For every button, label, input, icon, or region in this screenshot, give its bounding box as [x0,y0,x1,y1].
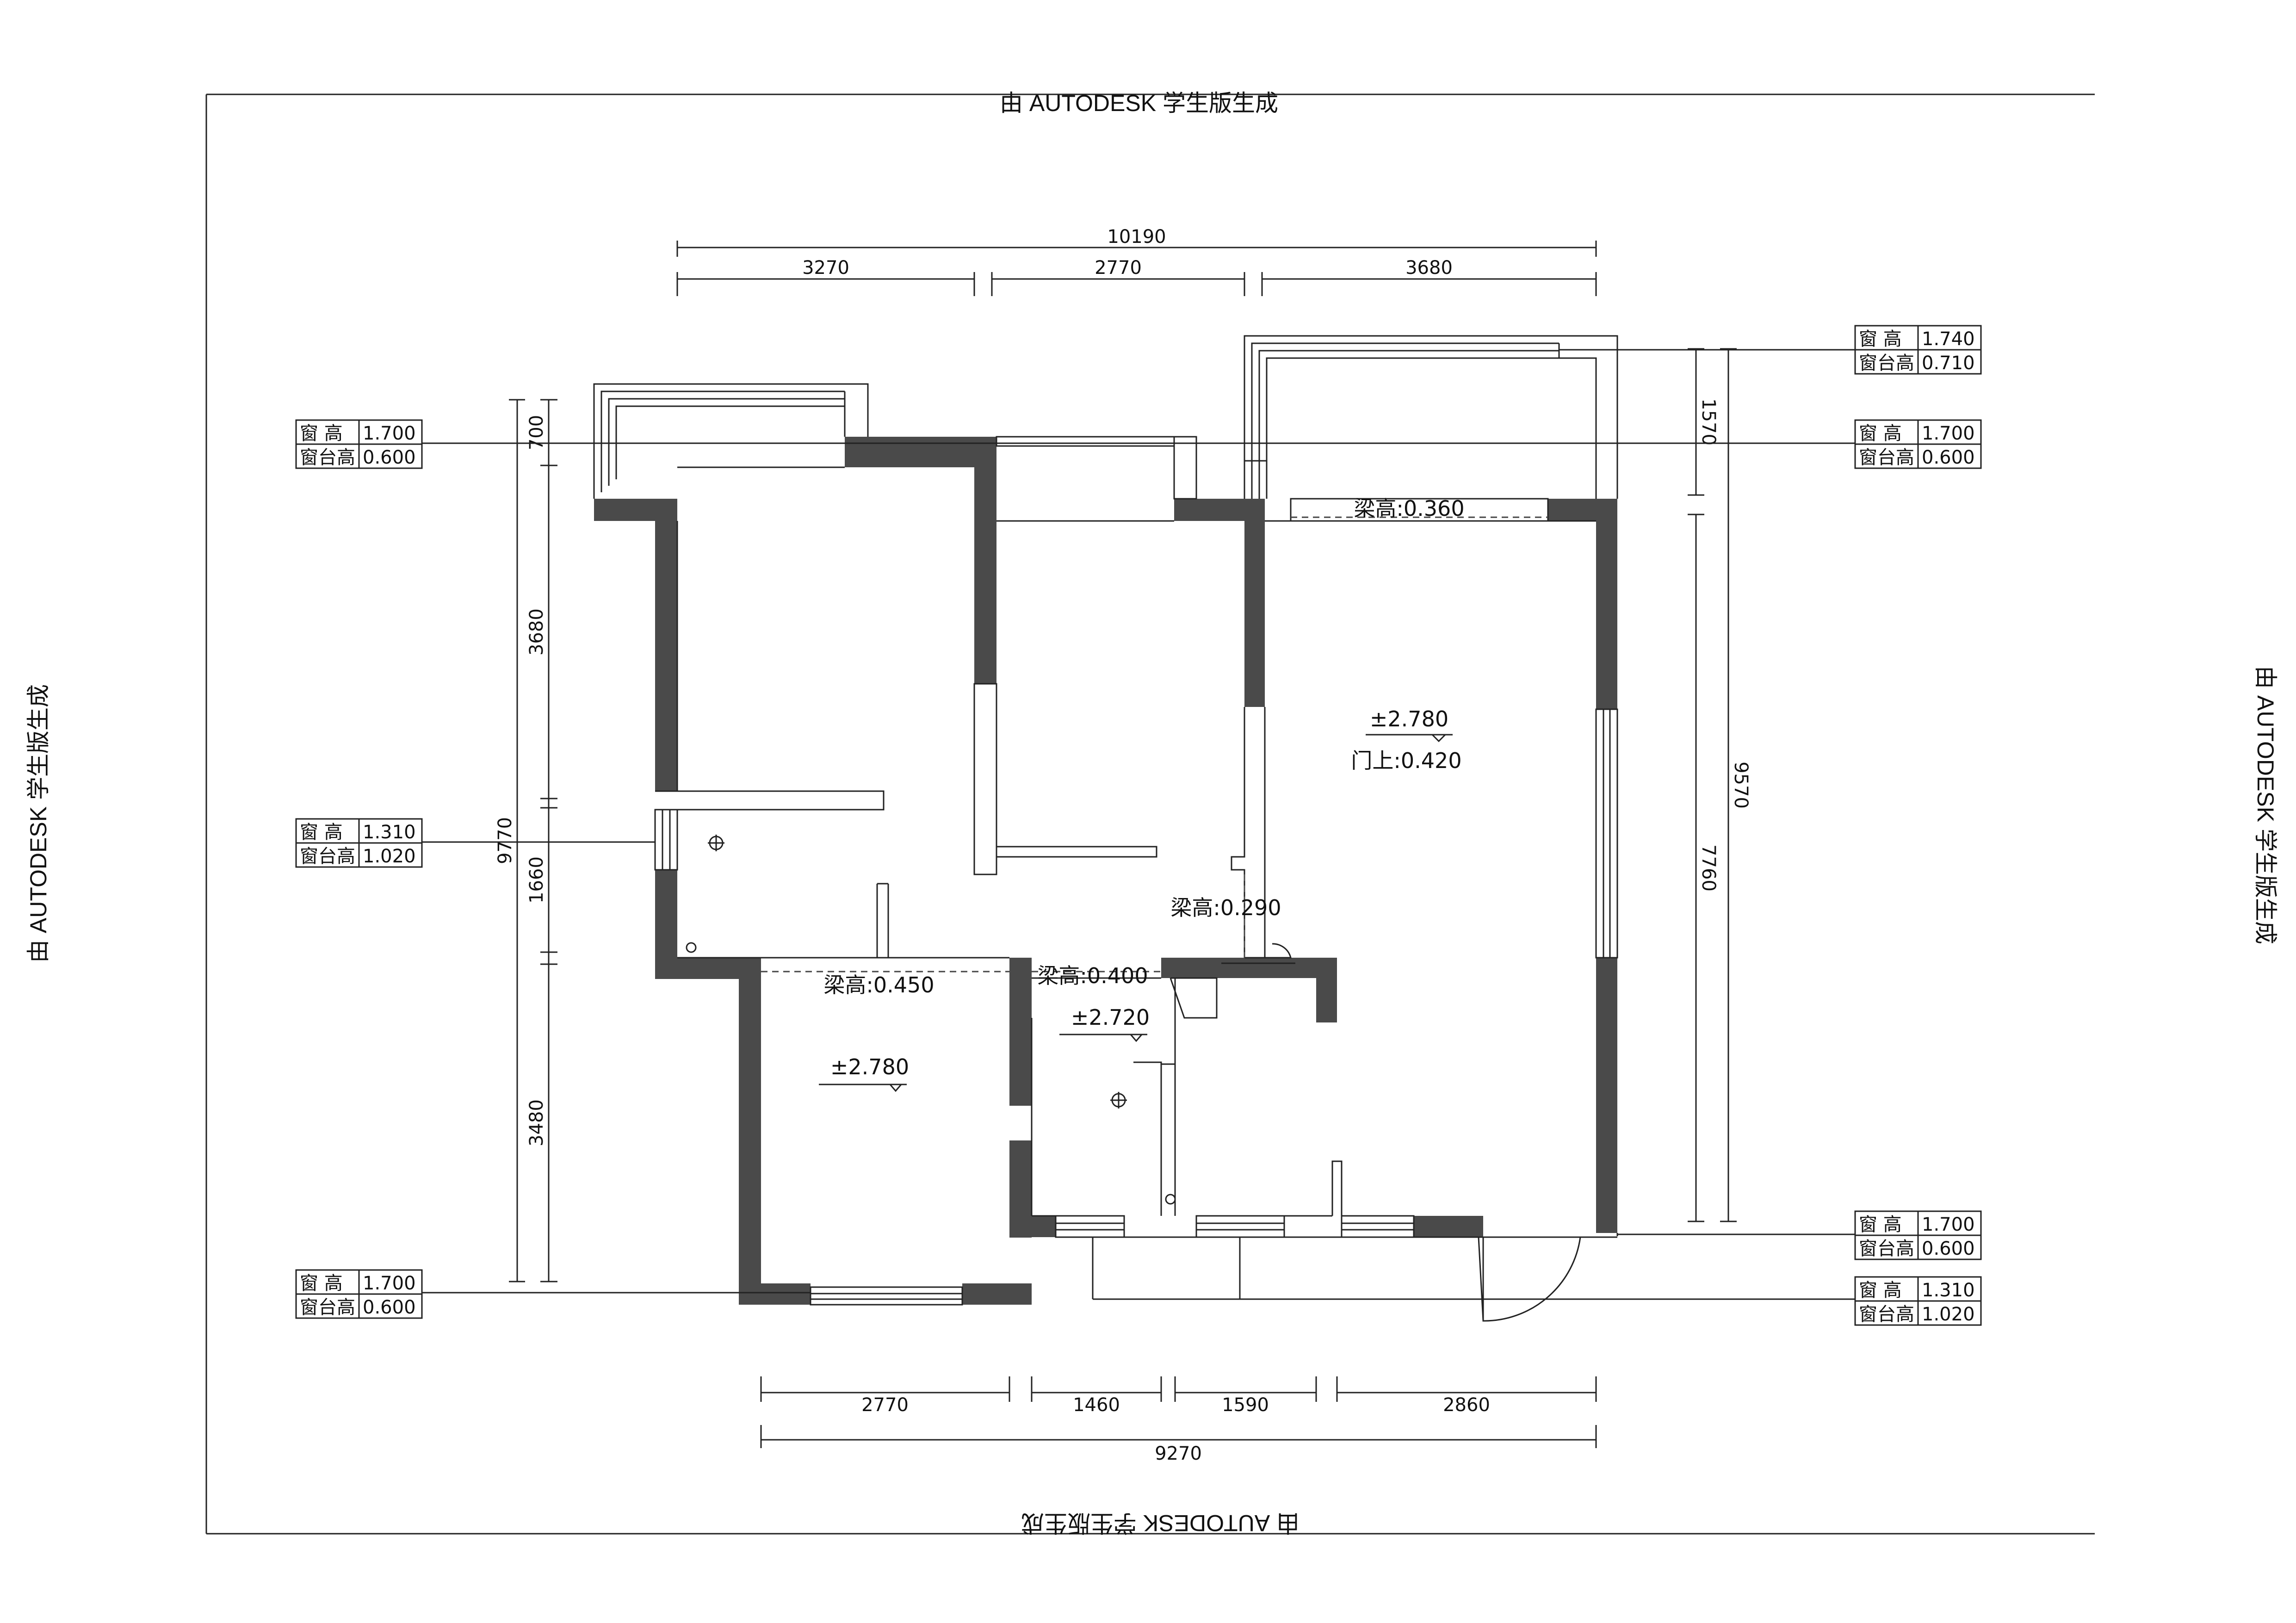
watermark-right: 由 AUTODESK 学生版生成 [2253,666,2278,944]
watermark-top: 由 AUTODESK 学生版生成 [1000,90,1278,116]
dim-left-3: 1660 [526,856,547,904]
dim-top-2: 2770 [1095,257,1142,279]
dim-left-2: 3680 [526,608,547,656]
drain-icon [686,942,697,953]
sheet-frame [205,93,2095,1535]
level-mark-bedroom: ±2.780 [830,1054,909,1079]
dim-left-total: 9770 [495,817,516,864]
fixtures [686,835,1176,1205]
dim-right-2: 7760 [1698,844,1719,892]
dim-left-1: 700 [526,415,547,450]
window-height-value: 1.700 [1922,1214,1975,1235]
sill-height-label: 窗台高 [1859,353,1914,374]
window-height-label: 窗 高 [300,822,343,843]
sill-height-label: 窗台高 [300,447,355,468]
door-height-label: 门上:0.420 [1351,748,1461,773]
sill-height-value: 0.600 [363,447,416,468]
window-tag: 窗 高 1.740 窗台高 0.710 [1854,325,1982,375]
window-height-label: 窗 高 [1859,1280,1902,1301]
room-annotations: 梁高:0.360 ±2.780 门上:0.420 梁高:0.290 梁高:0.4… [819,496,1465,1092]
window-height-label: 窗 高 [300,423,343,444]
level-mark-bath: ±2.720 [1071,1005,1150,1030]
window-tag: 窗 高 1.700 窗台高 0.600 [295,419,423,469]
dim-top-1: 3270 [802,257,849,279]
dim-bottom-1: 2770 [861,1394,909,1416]
window-height-label: 窗 高 [1859,423,1902,444]
window-tag: 窗 高 1.310 窗台高 1.020 [295,818,423,868]
sill-height-label: 窗台高 [1859,1304,1914,1325]
dim-bottom-3: 1590 [1222,1394,1269,1416]
window-height-value: 1.700 [1922,423,1975,444]
sill-height-value: 0.600 [1922,1238,1975,1259]
beam-height-label: 梁高:0.450 [823,973,934,997]
level-mark-living: ±2.780 [1370,706,1448,731]
dim-bottom-4: 2860 [1443,1394,1490,1416]
window-height-value: 1.310 [1922,1280,1975,1301]
window-height-value: 1.700 [363,423,416,444]
sill-height-label: 窗台高 [300,846,355,867]
window-height-value: 1.740 [1922,328,1975,350]
window-height-label: 窗 高 [300,1273,343,1294]
drain-icon [1165,1194,1176,1205]
dim-right-1: 1570 [1698,398,1719,446]
walls [594,437,1617,1305]
beam-lines [761,516,1548,973]
watermark-bottom: 由 AUTODESK 学生版生成 [1021,1510,1300,1536]
dim-top-total: 10190 [1107,226,1166,248]
sill-height-value: 1.020 [363,846,416,867]
dim-bottom-total: 9270 [1155,1443,1202,1464]
dimension-lines [509,241,1737,1448]
window-height-label: 窗 高 [1859,1214,1902,1235]
window-height-label: 窗 高 [1859,328,1902,350]
window-tag: 窗 高 1.310 窗台高 1.020 [1854,1276,1982,1326]
beam-height-label: 梁高:0.400 [1037,963,1148,988]
watermark-left: 由 AUTODESK 学生版生成 [25,684,51,963]
sill-height-label: 窗台高 [1859,1238,1914,1259]
sill-height-value: 0.600 [1922,447,1975,468]
dim-bottom-2: 1460 [1073,1394,1120,1416]
window-tag: 窗 高 1.700 窗台高 0.600 [1854,419,1982,469]
window-height-value: 1.700 [363,1273,416,1294]
window-tags [422,349,1855,1300]
sill-height-value: 0.600 [363,1297,416,1318]
beam-height-label: 梁高:0.290 [1170,895,1281,920]
dim-right-total: 9570 [1730,762,1751,809]
dim-left-4: 3480 [526,1099,547,1146]
window-tag: 窗 高 1.700 窗台高 0.600 [1854,1210,1982,1260]
partitions [593,335,1618,1322]
window-height-value: 1.310 [363,822,416,843]
sill-height-label: 窗台高 [300,1297,355,1318]
dimension-text: 10190 3270 2770 3680 2770 1460 1590 2860… [495,226,1751,1464]
sill-height-value: 1.020 [1922,1304,1975,1325]
beam-height-label: 梁高:0.360 [1354,496,1464,521]
dim-top-3: 3680 [1405,257,1453,279]
window-tag: 窗 高 1.700 窗台高 0.600 [295,1269,423,1319]
sill-height-label: 窗台高 [1859,447,1914,468]
sill-height-value: 0.710 [1922,353,1975,374]
